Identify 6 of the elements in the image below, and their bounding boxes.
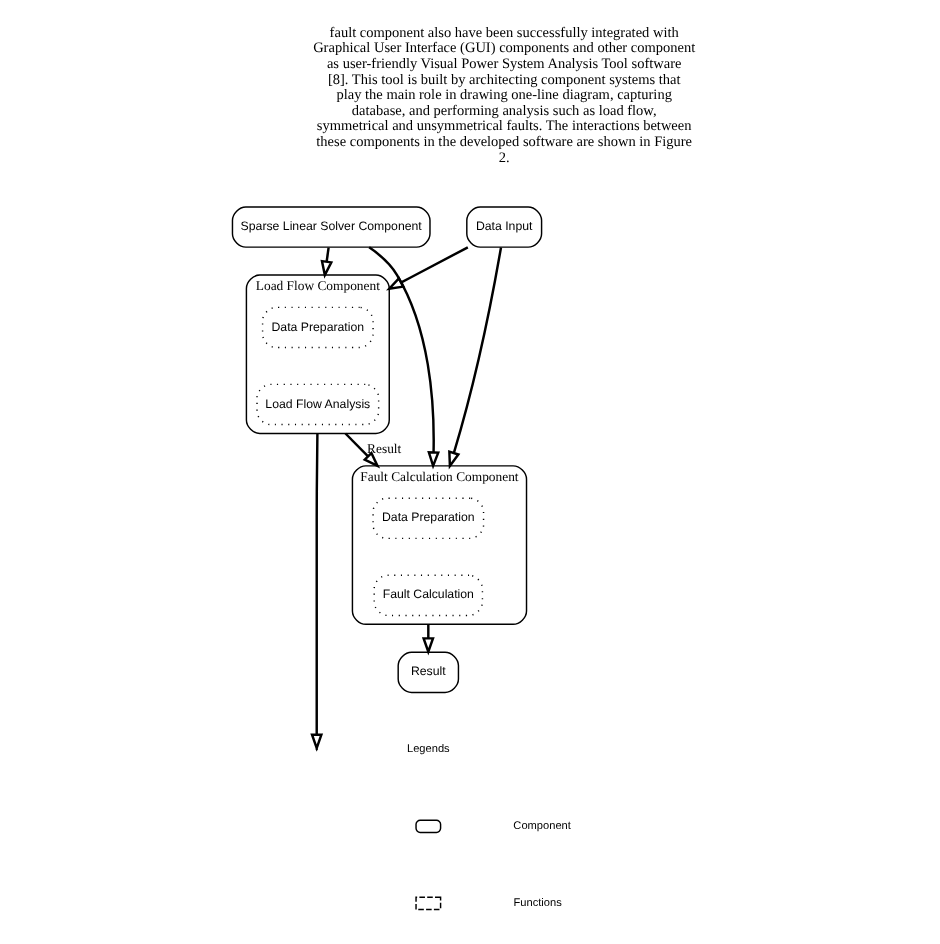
arrow [367, 246, 440, 470]
arrow [447, 247, 502, 470]
arrow [420, 624, 434, 656]
arrow [343, 432, 380, 469]
arrow [384, 246, 468, 291]
arrow [319, 247, 333, 279]
